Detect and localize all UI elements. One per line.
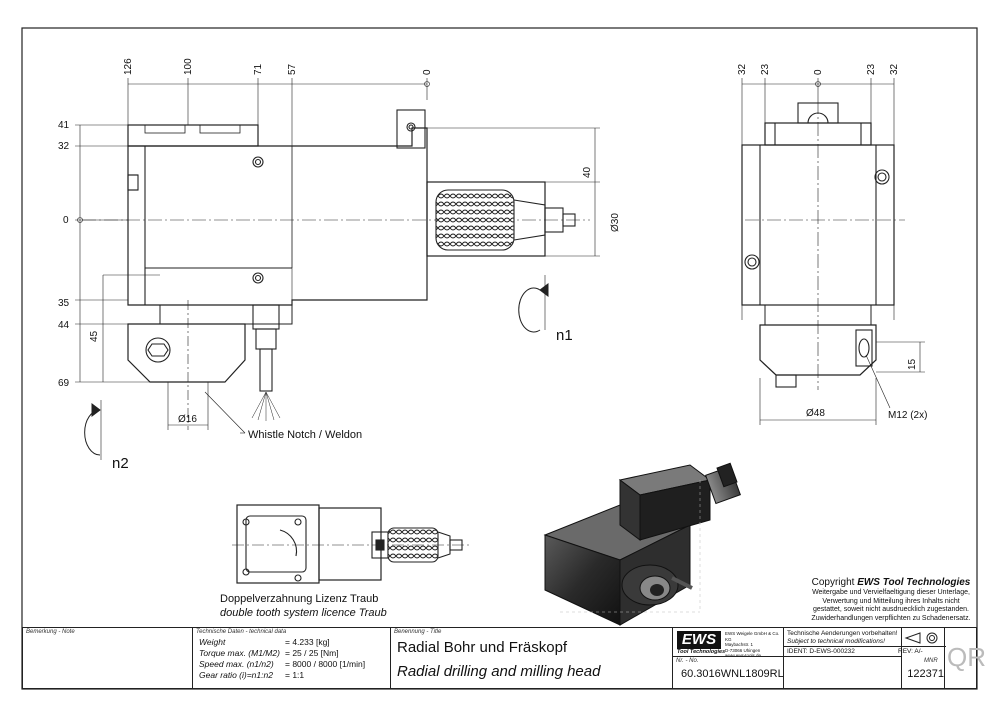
row-ratio-value: = 1:1 — [285, 670, 305, 680]
company-address: EWS Weigele GmbH & Co. KG Maybachstr. 1 … — [725, 631, 783, 659]
row-torque-label: Torque max. (M1/M2) — [199, 648, 280, 658]
licence-note: Doppelverzahnung Lizenz Traub double too… — [220, 592, 387, 620]
front-left-dims: 41 32 0 35 44 69 45 — [58, 120, 100, 389]
dim-69: 69 — [58, 378, 70, 389]
title-en: Radial drilling and milling head — [397, 663, 601, 680]
change-en: Subject to technical modifications! — [787, 638, 885, 645]
qr-cell: QR — [945, 628, 986, 688]
company-line-3: D-73066 Uhingen — [725, 647, 761, 653]
dim-57: 57 — [287, 63, 298, 75]
render-grid — [560, 480, 701, 613]
top-view — [232, 504, 470, 584]
title-cell: Benennung - Title Radial Bohr und Fräsko… — [391, 628, 673, 688]
rev-cell: REV: A/- 122371 — [784, 628, 946, 688]
front-body — [127, 127, 428, 306]
row-ratio-label: Gear ratio (i)=n1:n2 — [199, 670, 273, 680]
front-top-dims: 126 100 71 57 0 — [123, 58, 433, 75]
tech-caption: Technische Daten - technical data — [196, 629, 287, 635]
dim-35: 35 — [58, 298, 70, 309]
mnr-caption: MNR — [924, 658, 938, 664]
thread-callout: M12 (2x) — [888, 410, 927, 421]
side-dim-32-left: 32 — [737, 63, 748, 75]
rotation-arrow-n2 — [84, 400, 102, 460]
side-dim-15: 15 — [907, 358, 918, 370]
dim-71: 71 — [253, 63, 264, 75]
ews-logo: EWS — [677, 631, 721, 649]
row-torque-value: = 25 / 25 [Nm] — [285, 648, 339, 658]
copyright-line-1: Weitergabe und Vervielfaeltigung dieser … — [812, 589, 970, 596]
whistle-notch-note: Whistle Notch / Weldon — [248, 429, 362, 441]
rotation-label-n1: n1 — [556, 327, 573, 344]
front-grip-collet — [435, 189, 515, 251]
rotation-arrow-n1 — [518, 275, 549, 333]
row-weight-label: Weight — [199, 637, 226, 647]
ews-logo-sub: Tool Technologies — [677, 649, 726, 655]
isometric-render — [543, 462, 741, 626]
tech-data-cell: Technische Daten - technical data Weight… — [193, 628, 391, 688]
dim-44: 44 — [58, 320, 70, 331]
company-cell: EWS Tool Technologies EWS Weigele GmbH &… — [673, 628, 901, 688]
side-dim-23-left: 23 — [760, 63, 771, 75]
copyright-prefix: Copyright — [811, 577, 858, 588]
part-number: 60.3016WNL1809RL — [681, 668, 784, 680]
qr-placeholder: QR — [947, 642, 986, 672]
projection-symbol-icon — [904, 632, 938, 644]
company-line-1: EWS Weigele GmbH & Co. KG — [725, 631, 780, 642]
dim-d16: Ø16 — [178, 414, 197, 425]
side-view — [741, 78, 925, 425]
licence-en: double tooth system licence Traub — [220, 607, 387, 619]
title-block: Bemerkung - Note Technische Daten - tech… — [22, 627, 986, 689]
title-de: Radial Bohr und Fräskopf — [397, 639, 568, 656]
row-speed-value: = 8000 / 8000 [1/min] — [285, 659, 366, 669]
company-line-2: Maybachstr. 1 — [725, 642, 754, 647]
dim-45: 45 — [89, 330, 100, 342]
top-dimension-lines — [127, 78, 430, 305]
drawing-border — [21, 27, 978, 690]
dim-126: 126 — [123, 58, 134, 75]
licence-de: Doppelverzahnung Lizenz Traub — [220, 593, 379, 605]
title-caption: Benennung - Title — [394, 629, 442, 635]
front-bottom-head — [127, 323, 246, 383]
note-cell: Bemerkung - Note — [23, 628, 193, 688]
company-line-4: www.ews-tools.de — [725, 653, 762, 658]
row-weight-value: = 4.233 [kg] — [285, 637, 330, 647]
dim-32: 32 — [58, 141, 70, 152]
rotation-label-n2: n2 — [112, 455, 129, 472]
note-caption: Bemerkung - Note — [26, 629, 75, 635]
side-dim-32-right: 32 — [889, 63, 900, 75]
dim-0-left: 0 — [63, 215, 69, 226]
dim-d30: Ø30 — [610, 213, 621, 232]
front-top-plate — [127, 124, 259, 147]
copyright-block: Copyright EWS Tool Technologies Weiterga… — [806, 577, 976, 623]
dim-40: 40 — [582, 166, 593, 178]
left-dimension-lines — [75, 124, 160, 383]
row-speed-label: Speed max. (n1/n2) — [199, 659, 274, 669]
revision: REV: A/- — [898, 648, 923, 655]
dim-41: 41 — [58, 120, 70, 131]
dim-100: 100 — [183, 58, 194, 75]
copyright-line-2: Verwertung und Mitteilung ihres Inhalts … — [822, 597, 960, 605]
front-view — [75, 78, 600, 460]
side-dim-23-right: 23 — [866, 63, 877, 75]
copyright-brand: EWS Tool Technologies — [857, 577, 971, 588]
copyright-line-4: Zuwiderhandlungen verpflichten zu Schade… — [811, 614, 971, 622]
side-dim-d48: Ø48 — [806, 408, 825, 419]
nr-caption: Nr. - No. — [676, 658, 699, 664]
dim-0-top: 0 — [422, 69, 433, 75]
side-dim-0: 0 — [813, 69, 824, 75]
copyright-line-3: gestattet, soweit nicht ausdruecklich zu… — [812, 606, 970, 613]
ident: IDENT: D-EWS-000232 — [787, 648, 855, 655]
side-bottom-head — [759, 324, 877, 376]
change-de: Technische Aenderungen vorbehalten! — [787, 630, 898, 637]
side-top-dims: 32 23 0 23 32 — [737, 63, 900, 75]
mnr-number: 122371 — [907, 668, 944, 680]
